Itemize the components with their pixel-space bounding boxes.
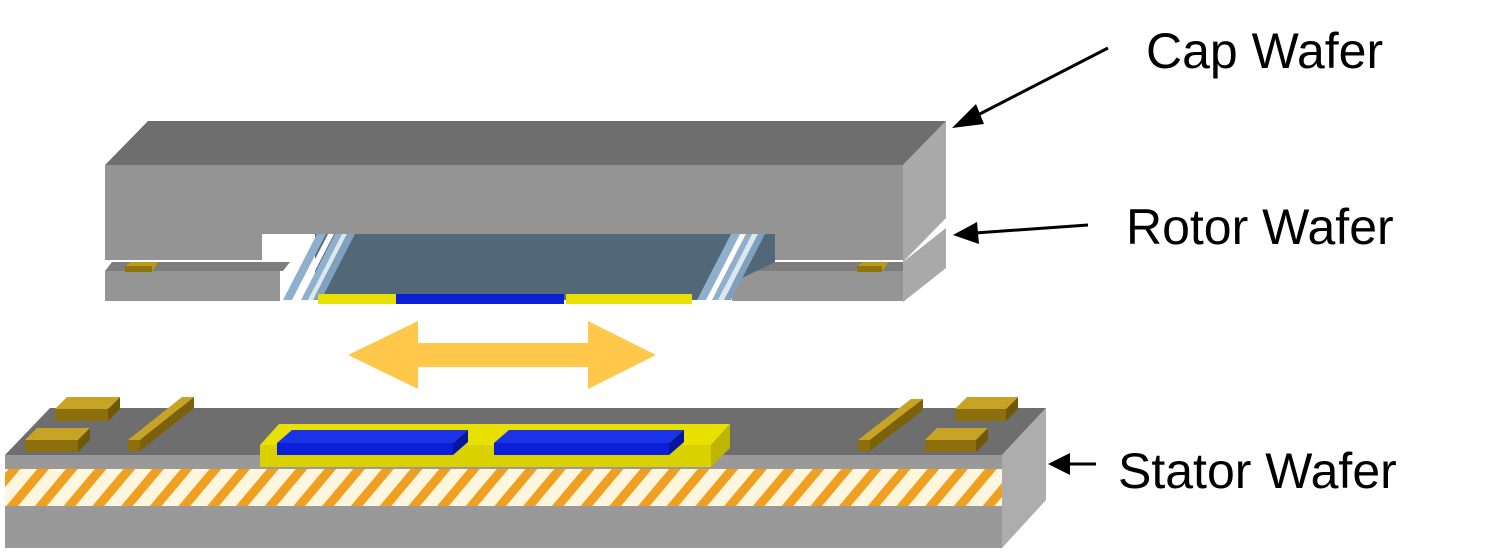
stator-side-face [1002, 408, 1046, 548]
rotor-pointer-arrow-icon [953, 222, 1089, 244]
stator-electrode-blue-left-top [277, 430, 468, 443]
stator-pads-left [25, 397, 194, 452]
glass-fins-left [283, 234, 355, 300]
rotor-right-front [732, 271, 905, 301]
cap-wafer-front-face [105, 165, 903, 260]
rotor-wafer-label: Rotor Wafer [1126, 199, 1394, 255]
rotor-cavity [315, 234, 775, 300]
stator-electrode-blue-right-side [669, 430, 684, 455]
stator-electrode-base-side [711, 424, 730, 467]
stator-pads-right [858, 397, 1018, 452]
cap-wafer-label: Cap Wafer [1146, 23, 1383, 79]
stator-electrode-blue-right-top [494, 430, 684, 443]
stator-pointer-arrow-icon [1048, 453, 1096, 475]
rotor-left-front [105, 271, 280, 301]
rotor-side-face [903, 228, 946, 302]
rotor-electrode-yellow-left [318, 294, 396, 304]
rotor-wafer [105, 228, 946, 304]
rotor-contact-right-front [857, 266, 882, 272]
cap-wafer [105, 121, 946, 262]
rotor-contact-left-front [125, 266, 152, 272]
stator-front-lower [5, 506, 1002, 548]
cap-pointer-arrow-icon [952, 46, 1109, 128]
stator-electrode-blue-left-side [453, 430, 468, 455]
stator-electrode-blue-right-front [494, 443, 669, 455]
rotor-electrode-yellow-right [566, 294, 692, 304]
stator-wafer-label: Stator Wafer [1118, 443, 1397, 499]
stator-electrode-blue-left-front [277, 443, 453, 455]
double-headed-arrow-icon [348, 321, 656, 389]
rotor-electrode-blue [396, 294, 564, 304]
stator-wafer [5, 397, 1046, 548]
cap-wafer-top-face [105, 121, 946, 165]
glass-fins-right [697, 234, 765, 300]
stator-hatch-layer [5, 469, 1002, 506]
cap-wafer-side-face [903, 121, 946, 262]
